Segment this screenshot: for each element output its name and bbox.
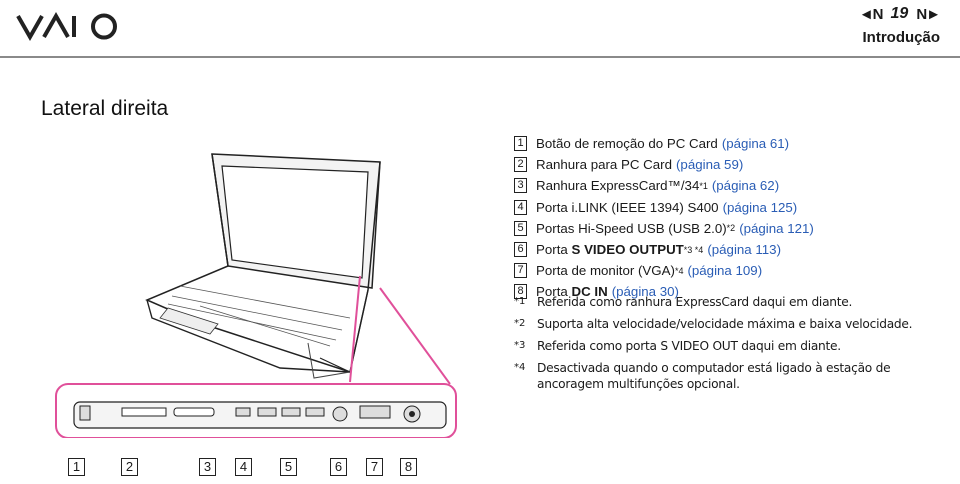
callout-6: 6: [330, 458, 347, 476]
callout-1: 1: [68, 458, 85, 476]
callout-8: 8: [400, 458, 417, 476]
list-item: 7 Porta de monitor (VGA) *4 (página 109): [514, 260, 954, 281]
footnote: *3 Referida como porta S VIDEO OUT daqui…: [514, 338, 954, 354]
footnote-ref: *1: [699, 180, 708, 191]
item-number: 8: [514, 284, 527, 300]
footnote-mark: *3: [514, 340, 526, 351]
item-number: 6: [514, 242, 527, 258]
item-label-bold: DC IN: [571, 284, 608, 300]
footnote-text: Referida como porta S VIDEO OUT daqui em…: [537, 339, 841, 353]
callout-5: 5: [280, 458, 297, 476]
item-number: 4: [514, 199, 527, 215]
page-link[interactable]: (página 59): [676, 157, 744, 173]
footnote-mark: *1: [514, 296, 526, 307]
page-link[interactable]: (página 113): [707, 242, 782, 258]
item-label: Ranhura ExpressCard™/34: [536, 178, 700, 194]
list-item: 6 Porta S VIDEO OUTPUT *3 *4 (página 113…: [514, 239, 954, 260]
page-link[interactable]: (página 30): [611, 284, 679, 300]
footnote: *2 Suporta alta velocidade/velocidade má…: [514, 316, 954, 332]
item-label: Portas Hi-Speed USB (USB 2.0): [536, 220, 727, 236]
laptop-illustration: [50, 148, 462, 443]
section-name: Introdução: [862, 29, 941, 46]
list-item: 2 Ranhura para PC Card (página 59): [514, 154, 954, 175]
item-label: Porta: [536, 284, 568, 300]
list-item: 8 Porta DC IN (página 30): [514, 281, 954, 302]
item-label: Botão de remoção do PC Card: [536, 136, 718, 152]
list-item: 3 Ranhura ExpressCard™/34 *1 (página 62): [514, 175, 954, 196]
component-list: 1 Botão de remoção do PC Card (página 61…: [514, 133, 954, 303]
callout-3: 3: [199, 458, 216, 476]
callout-2: 2: [121, 458, 138, 476]
footnote-mark: *2: [514, 318, 526, 329]
page-link[interactable]: (página 62): [711, 178, 780, 194]
item-number: 2: [514, 157, 527, 173]
item-label: Porta de monitor (VGA): [536, 263, 675, 279]
list-item: 5 Portas Hi-Speed USB (USB 2.0) *2 (pági…: [514, 218, 954, 239]
previous-page-arrow[interactable]: ◄N: [858, 5, 884, 23]
page-header: ◄N 19 N► Introdução: [0, 0, 960, 56]
footnotes: *1 Referida como ranhura ExpressCard daq…: [514, 294, 954, 398]
footnote-ref: *4: [674, 265, 684, 276]
page-link[interactable]: (página 125): [722, 199, 798, 215]
page-link[interactable]: (página 121): [739, 220, 814, 236]
footnote-ref: *3 *4: [683, 244, 704, 255]
footnote-mark: *4: [514, 362, 526, 373]
item-label-bold: S VIDEO OUTPUT: [571, 242, 684, 258]
page-navigation: ◄N 19 N►: [858, 5, 941, 23]
footnote: *4 Desactivada quando o computador está …: [514, 360, 954, 392]
item-number: 3: [514, 178, 527, 194]
page-number: 19: [890, 5, 909, 22]
callout-7: 7: [366, 458, 383, 476]
page-link[interactable]: (página 109): [687, 263, 763, 279]
page-title: Lateral direita: [41, 97, 169, 120]
item-number: 5: [514, 220, 527, 236]
item-label: Ranhura para PC Card: [536, 157, 672, 173]
callout-4: 4: [235, 458, 252, 476]
item-number: 7: [514, 263, 527, 279]
header-divider: [0, 56, 960, 58]
footnote-ref: *2: [726, 223, 736, 234]
next-page-arrow[interactable]: N►: [916, 5, 941, 23]
footnote-text: Desactivada quando o computador está lig…: [537, 361, 891, 391]
list-item: 4 Porta i.LINK (IEEE 1394) S400 (página …: [514, 197, 954, 218]
callout-row: 1 2 3 4 5 6 7 8: [68, 458, 428, 478]
footnote-text: Suporta alta velocidade/velocidade máxim…: [537, 317, 913, 331]
footnote-text: Referida como ranhura ExpressCard daqui …: [537, 295, 853, 309]
list-item: 1 Botão de remoção do PC Card (página 61…: [514, 133, 954, 154]
footnote: *1 Referida como ranhura ExpressCard daq…: [514, 294, 954, 310]
item-label: Porta i.LINK (IEEE 1394) S400: [536, 199, 719, 215]
item-number: 1: [514, 136, 527, 152]
page-link[interactable]: (página 61): [721, 136, 790, 152]
item-label: Porta: [536, 242, 568, 258]
vaio-logo: [16, 11, 117, 42]
